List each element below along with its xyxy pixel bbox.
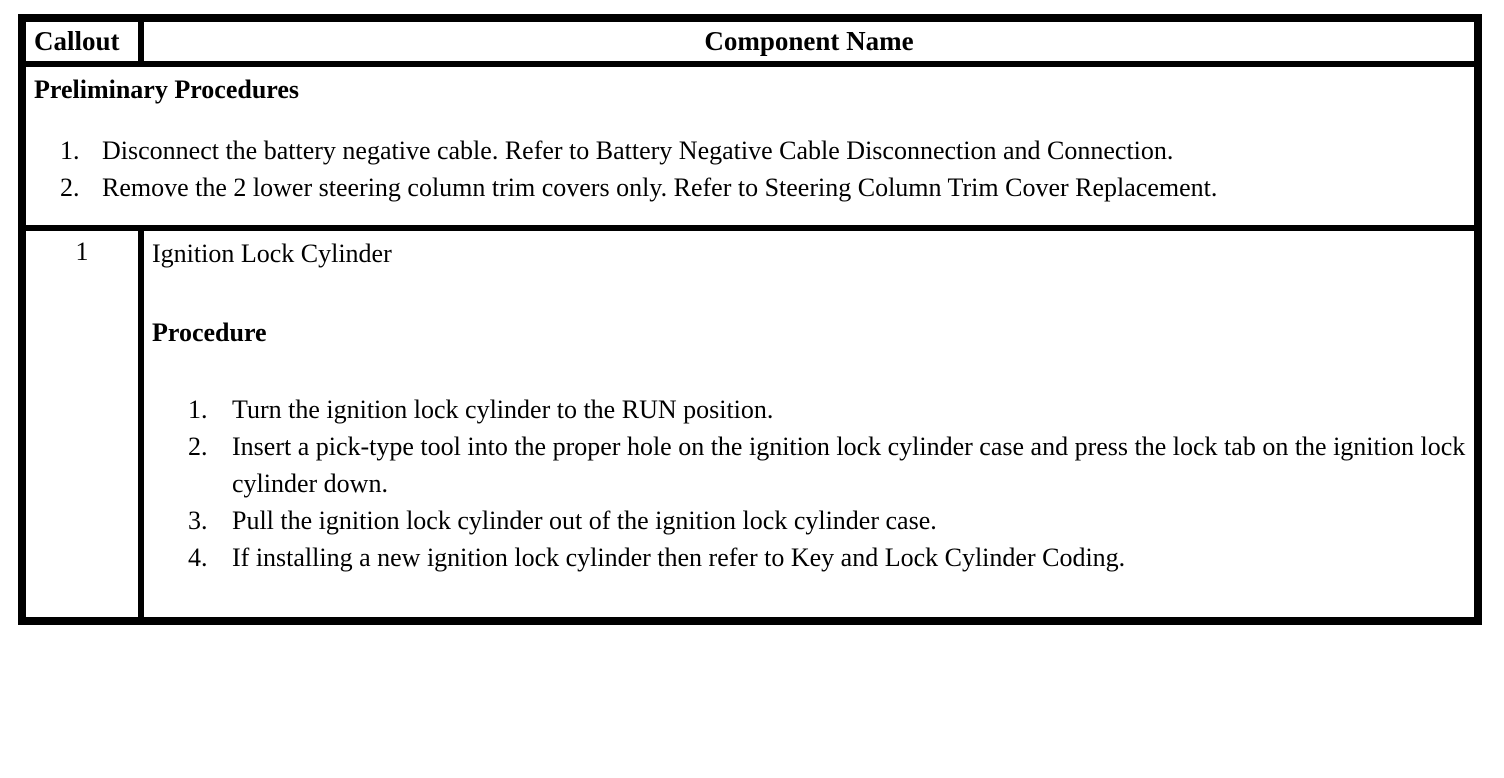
column-header-component-name: Component Name	[704, 26, 914, 56]
list-item: Pull the ignition lock cylinder out of t…	[214, 503, 1466, 540]
list-item: Turn the ignition lock cylinder to the R…	[214, 392, 1466, 429]
component-procedure-cell: Ignition Lock Cylinder Procedure Turn th…	[141, 227, 1477, 620]
preliminary-procedures-cell: Preliminary Procedures Disconnect the ba…	[23, 64, 1477, 228]
preliminary-steps-list: Disconnect the battery negative cable. R…	[34, 133, 1466, 207]
column-header-callout: Callout	[34, 26, 120, 56]
list-item: Insert a pick-type tool into the proper …	[214, 429, 1466, 503]
cell-bottom-spacer	[152, 587, 1466, 611]
header-cell-callout: Callout	[23, 19, 141, 65]
table-row: 1 Ignition Lock Cylinder Procedure Turn …	[23, 227, 1477, 620]
list-item: Disconnect the battery negative cable. R…	[86, 133, 1466, 170]
list-item: If installing a new ignition lock cylind…	[214, 540, 1466, 577]
callout-number: 1	[75, 236, 89, 266]
procedure-heading: Procedure	[152, 318, 267, 348]
list-item: Remove the 2 lower steering column trim …	[86, 170, 1466, 207]
preliminary-procedures-heading: Preliminary Procedures	[34, 75, 300, 105]
preliminary-procedures-row: Preliminary Procedures Disconnect the ba…	[23, 64, 1477, 228]
header-cell-component-name: Component Name	[141, 19, 1477, 65]
procedure-steps-list: Turn the ignition lock cylinder to the R…	[152, 392, 1466, 577]
service-procedure-table: Callout Component Name Preliminary Proce…	[18, 14, 1482, 625]
component-title: Ignition Lock Cylinder	[152, 238, 392, 268]
table-header-row: Callout Component Name	[23, 19, 1477, 65]
callout-cell: 1	[23, 227, 141, 620]
